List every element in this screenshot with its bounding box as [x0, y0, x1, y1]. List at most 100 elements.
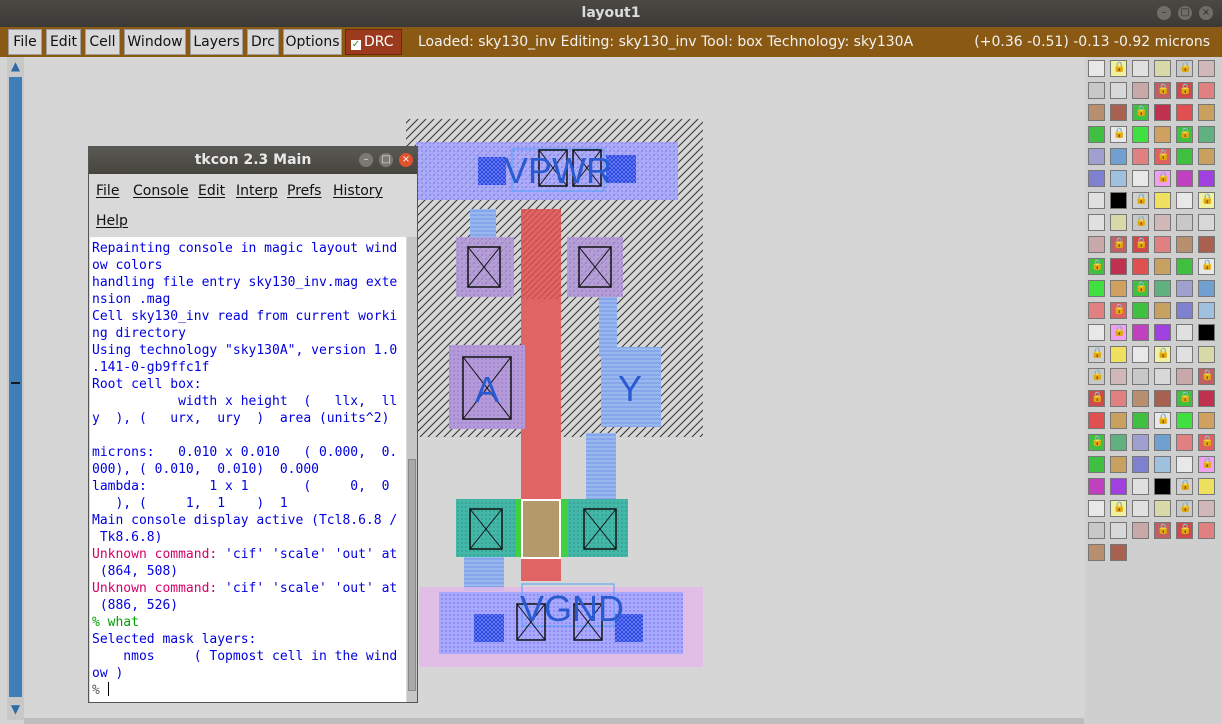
layer-swatch[interactable] [1198, 324, 1215, 341]
layer-swatch[interactable]: 🔒 [1154, 346, 1171, 363]
menu-layers[interactable]: Layers [190, 29, 243, 55]
layer-swatch[interactable] [1110, 368, 1127, 385]
layer-swatch[interactable] [1132, 500, 1149, 517]
layer-swatch[interactable]: 🔒 [1176, 522, 1193, 539]
layer-swatch[interactable] [1088, 324, 1105, 341]
layer-swatch[interactable] [1198, 412, 1215, 429]
layer-swatch[interactable] [1110, 214, 1127, 231]
menu-window[interactable]: Window [124, 29, 186, 55]
layer-swatch[interactable] [1132, 302, 1149, 319]
layer-swatch[interactable]: 🔒 [1110, 324, 1127, 341]
layer-swatch[interactable] [1132, 60, 1149, 77]
layer-swatch[interactable]: 🔒 [1176, 60, 1193, 77]
menu-cell[interactable]: Cell [85, 29, 120, 55]
layer-swatch[interactable] [1154, 126, 1171, 143]
layer-swatch[interactable]: 🔒 [1176, 126, 1193, 143]
layer-swatch[interactable]: 🔒 [1088, 258, 1105, 275]
layer-swatch[interactable]: 🔒 [1198, 192, 1215, 209]
layer-swatch[interactable] [1132, 346, 1149, 363]
layer-swatch[interactable]: 🔒 [1154, 412, 1171, 429]
horizontal-scrollbar[interactable] [24, 718, 1084, 724]
layer-swatch[interactable] [1154, 456, 1171, 473]
layer-swatch[interactable] [1110, 456, 1127, 473]
layer-swatch[interactable] [1198, 522, 1215, 539]
menu-edit[interactable]: Edit [46, 29, 81, 55]
layer-swatch[interactable] [1176, 346, 1193, 363]
layer-swatch[interactable] [1088, 60, 1105, 77]
layer-swatch[interactable]: 🔒 [1088, 390, 1105, 407]
layer-swatch[interactable] [1176, 456, 1193, 473]
vertical-scrollbar[interactable]: ▲ ▼ [7, 57, 24, 720]
layer-swatch[interactable] [1154, 390, 1171, 407]
layer-swatch[interactable] [1176, 170, 1193, 187]
layer-swatch[interactable] [1198, 280, 1215, 297]
layer-swatch[interactable] [1198, 148, 1215, 165]
layer-swatch[interactable]: 🔒 [1154, 148, 1171, 165]
layer-swatch[interactable]: 🔒 [1088, 368, 1105, 385]
layer-swatch[interactable] [1154, 280, 1171, 297]
layer-swatch[interactable] [1132, 126, 1149, 143]
layer-swatch[interactable] [1110, 390, 1127, 407]
layer-swatch[interactable]: 🔒 [1198, 456, 1215, 473]
layer-swatch[interactable] [1198, 236, 1215, 253]
layer-swatch[interactable] [1154, 478, 1171, 495]
layer-swatch[interactable]: 🔒 [1132, 192, 1149, 209]
layer-swatch[interactable] [1088, 302, 1105, 319]
tkcon-maximize-icon[interactable]: □ [379, 153, 393, 167]
layer-swatch[interactable]: 🔒 [1198, 258, 1215, 275]
tkcon-scroll-thumb[interactable] [408, 459, 416, 691]
tkcon-menu-console[interactable]: Console [133, 183, 189, 199]
layer-swatch[interactable] [1132, 324, 1149, 341]
layer-swatch[interactable] [1154, 324, 1171, 341]
layer-swatch[interactable] [1176, 412, 1193, 429]
layer-swatch[interactable] [1198, 82, 1215, 99]
layer-swatch[interactable] [1088, 500, 1105, 517]
layer-swatch[interactable] [1132, 170, 1149, 187]
layer-swatch[interactable] [1176, 258, 1193, 275]
layer-swatch[interactable]: 🔒 [1198, 434, 1215, 451]
layer-swatch[interactable]: 🔒 [1154, 170, 1171, 187]
layer-swatch[interactable] [1132, 258, 1149, 275]
layer-swatch[interactable]: 🔒 [1154, 82, 1171, 99]
layer-swatch[interactable] [1154, 214, 1171, 231]
layer-swatch[interactable] [1198, 126, 1215, 143]
layer-swatch[interactable] [1154, 500, 1171, 517]
drc-toggle[interactable]: ✓DRC [345, 29, 402, 55]
layer-swatch[interactable] [1176, 148, 1193, 165]
layer-swatch[interactable]: 🔒 [1132, 214, 1149, 231]
layer-swatch[interactable] [1110, 478, 1127, 495]
layer-swatch[interactable] [1154, 434, 1171, 451]
layer-swatch[interactable] [1110, 412, 1127, 429]
layer-swatch[interactable] [1110, 346, 1127, 363]
layer-swatch[interactable] [1154, 302, 1171, 319]
layer-swatch[interactable] [1110, 522, 1127, 539]
layer-swatch[interactable] [1088, 544, 1105, 561]
layer-swatch[interactable]: 🔒 [1154, 522, 1171, 539]
layer-swatch[interactable] [1088, 412, 1105, 429]
layer-swatch[interactable] [1154, 368, 1171, 385]
tkcon-scrollbar[interactable] [407, 237, 417, 702]
layer-swatch[interactable] [1154, 104, 1171, 121]
menu-options[interactable]: Options [283, 29, 342, 55]
tkcon-menu-file[interactable]: File [96, 183, 120, 199]
layer-swatch[interactable]: 🔒 [1198, 368, 1215, 385]
layer-swatch[interactable] [1088, 192, 1105, 209]
layer-swatch[interactable] [1110, 148, 1127, 165]
layer-swatch[interactable] [1176, 368, 1193, 385]
layer-swatch[interactable] [1198, 478, 1215, 495]
menu-file[interactable]: File [8, 29, 42, 55]
tkcon-menu-prefs[interactable]: Prefs [287, 183, 322, 199]
scroll-down-icon[interactable]: ▼ [10, 702, 21, 716]
minimize-icon[interactable]: – [1157, 6, 1171, 20]
layer-swatch[interactable] [1176, 280, 1193, 297]
tkcon-menu-history[interactable]: History [333, 183, 383, 199]
tkcon-menu-help[interactable]: Help [96, 213, 128, 229]
layer-swatch[interactable] [1088, 126, 1105, 143]
menu-drc[interactable]: Drc [247, 29, 279, 55]
layer-swatch[interactable] [1176, 302, 1193, 319]
layer-swatch[interactable]: 🔒 [1176, 390, 1193, 407]
layer-swatch[interactable] [1198, 302, 1215, 319]
layer-swatch[interactable] [1110, 104, 1127, 121]
layer-swatch[interactable] [1132, 434, 1149, 451]
layer-swatch[interactable] [1154, 258, 1171, 275]
